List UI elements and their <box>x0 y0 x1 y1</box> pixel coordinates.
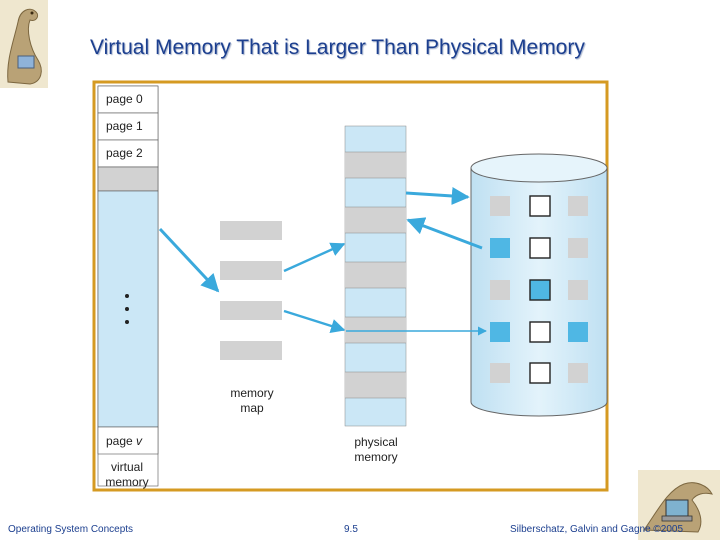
disk-block <box>568 196 588 216</box>
disk-block <box>490 363 510 383</box>
physical-memory-label-line1: physical <box>354 435 397 449</box>
arrow-physical-to-disk <box>405 186 470 205</box>
disk-block <box>490 196 510 216</box>
memory-map-entry <box>220 221 282 240</box>
disk-block <box>568 238 588 258</box>
disk-block <box>490 238 510 258</box>
arrow-map-to-physical-lower <box>283 309 346 333</box>
virtual-page-0-label: page 0 <box>106 92 143 106</box>
physical-frame-gray <box>345 372 406 398</box>
memory-map: memory map <box>220 221 282 415</box>
dinosaur-computer-icon <box>638 470 720 540</box>
virtual-page-0 <box>97 85 159 114</box>
disk-block <box>529 362 551 384</box>
memory-map-entry <box>220 341 282 360</box>
arrow-virtual-to-map <box>158 227 220 293</box>
footer-page-number: 9.5 <box>344 524 358 535</box>
physical-memory-label-line2: memory <box>354 450 397 464</box>
virtual-memory-column: page 0 page 1 page 2 page v virtual memo… <box>97 85 159 489</box>
arrow-disk-to-physical <box>406 217 483 250</box>
ellipsis-dot <box>125 307 129 311</box>
physical-frame-gray <box>345 317 406 343</box>
virtual-memory-label-line2: memory <box>105 475 148 489</box>
disk-block <box>529 195 551 217</box>
arrow-map-to-physical-upper <box>283 242 346 273</box>
disk-block <box>568 363 588 383</box>
memory-map-entry <box>220 261 282 280</box>
disk-cylinder <box>470 153 608 417</box>
disk-block <box>568 322 588 342</box>
disk-block <box>490 280 510 300</box>
virtual-memory-label-line1: virtual <box>111 460 143 474</box>
memory-map-label-line2: map <box>240 401 264 415</box>
disk-block <box>529 237 551 259</box>
disk-block <box>529 321 551 343</box>
ellipsis-dot <box>125 320 129 324</box>
mapping-arrows <box>158 186 487 336</box>
physical-frame-gray <box>345 262 406 288</box>
virtual-page-2-label: page 2 <box>106 146 143 160</box>
memory-map-entry <box>220 301 282 320</box>
memory-map-label-line1: memory <box>230 386 273 400</box>
dinosaur-logo-icon <box>0 0 48 88</box>
physical-frame-gray <box>345 152 406 178</box>
virtual-page-1 <box>97 112 159 141</box>
disk-block <box>490 322 510 342</box>
ellipsis-dot <box>125 294 129 298</box>
physical-memory-column: physical memory <box>344 125 407 464</box>
physical-frame-gray <box>345 207 406 233</box>
virtual-page-2 <box>97 139 159 168</box>
disk-block <box>568 280 588 300</box>
slide-title: Virtual Memory That is Larger Than Physi… <box>90 36 585 59</box>
footer-book-title: Operating System Concepts <box>8 524 134 535</box>
disk-block <box>529 279 551 301</box>
footer-copyright: Silberschatz, Galvin and Gagne ©2005 <box>510 524 684 535</box>
virtual-page-v-label: page v <box>106 434 143 448</box>
virtual-gray-page <box>97 166 159 192</box>
virtual-page-v <box>97 426 159 455</box>
virtual-page-1-label: page 1 <box>106 119 143 133</box>
